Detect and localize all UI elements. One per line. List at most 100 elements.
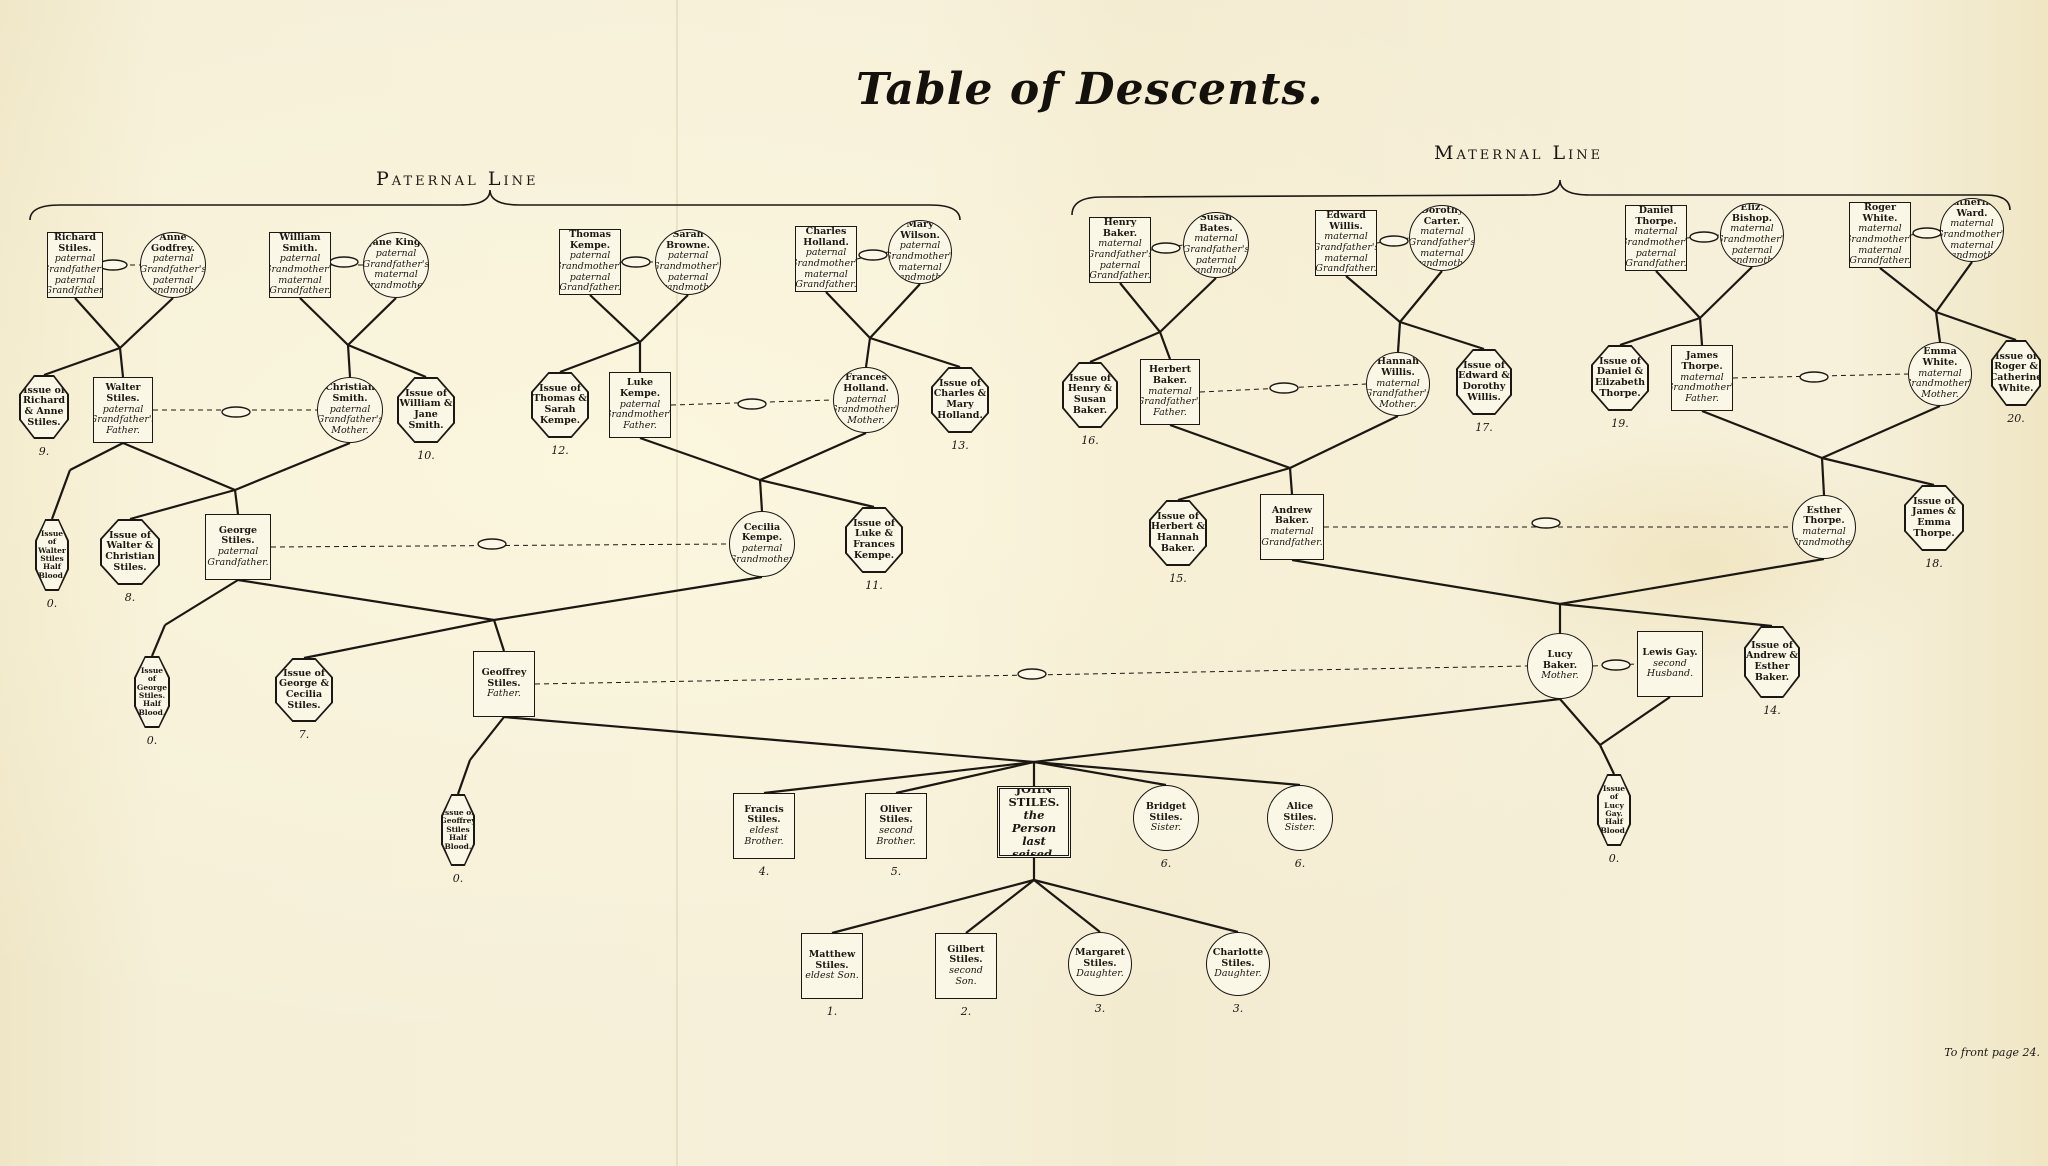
- clasped-hands-icon: [1017, 668, 1047, 680]
- descent-line: [1345, 275, 1401, 323]
- node-role: paternal Grandfather's Mother.: [317, 403, 383, 436]
- node-role: maternal Grandfather's Mother.: [1366, 377, 1430, 410]
- node-susan-bates: Susan Bates.maternal Grandfather's pater…: [1183, 212, 1249, 278]
- descent-line: [118, 347, 125, 378]
- node-name: Issue of Geoffrey Stiles Half Blood.: [441, 808, 475, 851]
- node-name: William Smith.: [279, 232, 321, 254]
- node-name: Andrew Baker.: [1271, 504, 1313, 527]
- descent-line: [1934, 311, 1942, 343]
- node-role: paternal Grandmother's maternal Grandmot…: [888, 240, 952, 284]
- node-name: Bridget Stiles.: [1145, 801, 1187, 823]
- node-role: maternal Grandfather's Father.: [1141, 385, 1199, 418]
- descent-line: [1559, 602, 1773, 628]
- descent-line: [299, 297, 349, 346]
- footer-note: To front page 24.: [1944, 1046, 2040, 1059]
- descent-line: [493, 575, 763, 622]
- descent-line: [1619, 316, 1701, 347]
- node-charlotte-stiles: Charlotte Stiles.Daughter.: [1206, 932, 1270, 996]
- descent-line: [1033, 879, 1101, 933]
- node-role: maternal Grandmother's paternal Grandmot…: [1720, 223, 1784, 267]
- descent-line: [129, 488, 236, 521]
- descent-line: [639, 436, 761, 482]
- node-role: paternal Grandfather's paternal Grandmot…: [140, 253, 206, 297]
- clasped-hands-icon: [221, 406, 251, 418]
- descent-line: [1033, 760, 1167, 787]
- node-christian-smith: Christian Smith.paternal Grandfather's M…: [317, 377, 383, 443]
- clasped-hands-icon: [621, 256, 651, 268]
- descent-line: [759, 431, 867, 482]
- node-name: Jane King.: [368, 237, 424, 249]
- node-name: Oliver Stiles.: [879, 803, 913, 826]
- descent-line: [1177, 466, 1291, 502]
- node-role: Mother.: [1541, 670, 1579, 682]
- node-name: Issue of Roger & Catherine White.: [1991, 350, 2041, 394]
- descent-line: [347, 343, 427, 379]
- node-dorothy-carter: Dorothy Carter.maternal Grandfather's ma…: [1409, 205, 1475, 271]
- node-hannah-willis: Hannah Willis.maternal Grandfather's Mot…: [1366, 352, 1430, 416]
- maternal-brace: [1071, 179, 2011, 216]
- node-name: Issue of George & Cecilia Stiles.: [278, 667, 330, 711]
- descent-line: [43, 346, 121, 377]
- node-geoffrey-stiles: Geoffrey Stiles.Father.: [473, 651, 535, 717]
- node-name: Richard Stiles.: [54, 232, 96, 254]
- issue-number: 3.: [1232, 1002, 1244, 1015]
- node-role: maternal Grandfather's paternal Grandmot…: [1183, 233, 1249, 277]
- issue-number: 12.: [551, 444, 569, 457]
- issue-number: 4.: [758, 865, 770, 878]
- clasped-hands-icon: [1531, 517, 1561, 529]
- descent-line: [1935, 261, 1973, 313]
- issue-number: 2.: [960, 1005, 972, 1018]
- node-role: paternal Grandfather.: [207, 546, 269, 568]
- node-role: Daughter.: [1214, 968, 1262, 980]
- node-gilbert-stiles: Gilbert Stiles.second Son.: [935, 933, 997, 999]
- clasped-hands-icon: [1912, 227, 1942, 239]
- issue-number: 0.: [146, 734, 158, 747]
- node-sarah-browne: Sarah Browne.paternal Grandmother's pate…: [655, 229, 721, 295]
- node-issue-lucy-gay: Issue of Lucy Gay. Half Blood.: [1597, 774, 1631, 846]
- node-alice-stiles: Alice Stiles.Sister.: [1267, 785, 1333, 851]
- descent-line: [1119, 282, 1161, 333]
- descent-line: [1559, 698, 1601, 746]
- node-role: maternal Grandfather's maternal Grandfat…: [1315, 231, 1377, 275]
- node-name: Issue of Luke & Frances Kempe.: [853, 517, 895, 561]
- node-name: Hannah Willis.: [1376, 356, 1419, 379]
- node-issue-edward-dorothy: Issue of Edward & Dorothy Willis.: [1456, 349, 1512, 415]
- node-role: paternal Grandmother's paternal Grandfat…: [559, 250, 621, 294]
- issue-number: 13.: [951, 439, 969, 452]
- node-name: Cecilia Kempe.: [741, 521, 783, 544]
- descent-line: [1599, 696, 1671, 746]
- node-role: Sister.: [1284, 822, 1316, 834]
- page-title: Table of Descents.: [856, 64, 1324, 115]
- descent-line: [1399, 320, 1485, 351]
- clasped-hands-icon: [1151, 242, 1181, 254]
- node-name: Charles Holland.: [803, 226, 849, 248]
- issue-number: 17.: [1475, 421, 1493, 434]
- descent-line: [50, 469, 72, 520]
- issue-number: 1.: [826, 1005, 838, 1018]
- node-issue-walter-christian: Issue of Walter & Christian Stiles.: [100, 519, 160, 585]
- node-issue-walter-half: Issue of Walter Stiles Half Blood.: [35, 519, 69, 591]
- descent-line: [1089, 330, 1161, 364]
- node-name: Issue of George Stiles. Half Blood.: [136, 665, 168, 717]
- descent-line: [763, 760, 1035, 795]
- node-name: Charlotte Stiles.: [1212, 947, 1264, 969]
- descent-line: [864, 337, 872, 368]
- node-name: Issue of Henry & Susan Baker.: [1067, 372, 1113, 416]
- node-jane-king: Jane King.paternal Grandfather's materna…: [363, 232, 429, 298]
- node-name: Lucy Baker.: [1542, 649, 1578, 671]
- node-name: Sarah Browne.: [666, 229, 710, 251]
- issue-number: 6.: [1160, 857, 1172, 870]
- issue-number: 19.: [1611, 417, 1629, 430]
- descent-line: [965, 879, 1035, 934]
- node-name: Gilbert Stiles.: [947, 943, 985, 966]
- descent-line: [234, 441, 351, 492]
- descent-line: [1820, 457, 1826, 496]
- node-daniel-thorpe: Daniel Thorpe.maternal Grandmother's pat…: [1625, 205, 1687, 271]
- page-fold: [676, 0, 678, 1166]
- node-name: Christian Smith.: [325, 382, 375, 405]
- node-lucy-baker: Lucy Baker.Mother.: [1527, 633, 1593, 699]
- node-issue-roger-catherine: Issue of Roger & Catherine White.: [1991, 340, 2041, 406]
- node-role: maternal Grandmother's maternal Grandfat…: [1849, 223, 1911, 267]
- node-mary-wilson: Mary Wilson.paternal Grandmother's mater…: [888, 220, 952, 284]
